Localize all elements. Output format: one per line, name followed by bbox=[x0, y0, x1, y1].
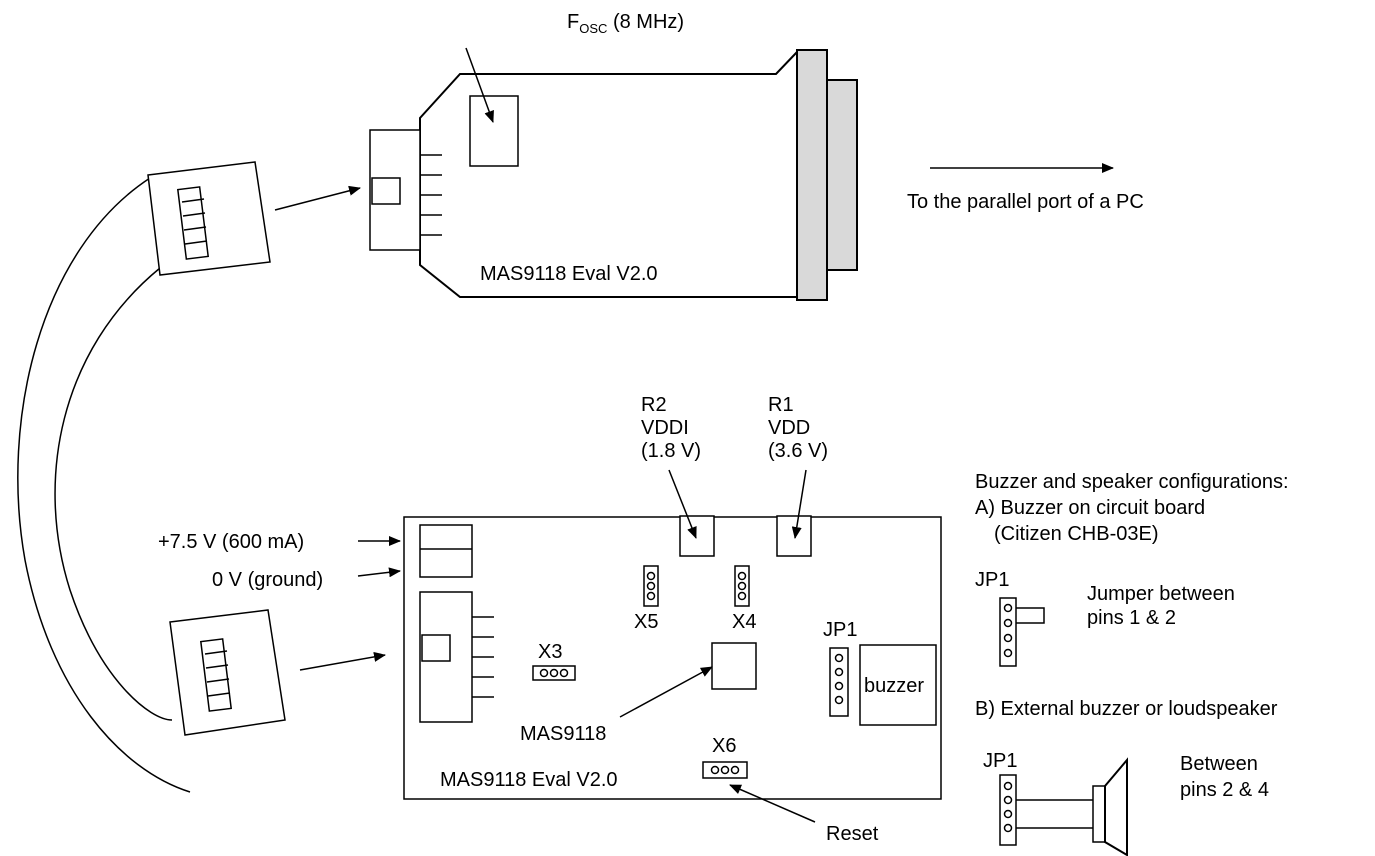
config-a-subtitle: (Citizen CHB-03E) bbox=[994, 523, 1158, 545]
r2-resistor bbox=[679, 515, 715, 557]
x3-jumper bbox=[532, 665, 576, 681]
oscillator-component bbox=[469, 95, 519, 167]
x5-jumper bbox=[643, 565, 659, 607]
r2-label: R2 bbox=[641, 394, 667, 416]
r1-name: VDD bbox=[768, 417, 810, 439]
x3-label: X3 bbox=[538, 641, 562, 663]
config-b-note-2: pins 2 & 4 bbox=[1180, 779, 1269, 801]
r2-name: VDDI bbox=[641, 417, 689, 439]
loudspeaker-icon bbox=[1092, 757, 1128, 856]
x6-jumper bbox=[702, 761, 748, 779]
x4-label: X4 bbox=[732, 611, 756, 633]
arrow-icon bbox=[299, 651, 386, 671]
eval-board bbox=[403, 516, 942, 800]
arrow-icon bbox=[791, 469, 807, 539]
dongle-board bbox=[369, 49, 858, 301]
x4-jumper bbox=[734, 565, 750, 607]
config-a-jp1-label: JP1 bbox=[975, 569, 1009, 591]
x5-label: X5 bbox=[634, 611, 658, 633]
jp1-label: JP1 bbox=[823, 619, 857, 641]
config-b-title: B) External buzzer or loudspeaker bbox=[975, 698, 1278, 720]
jp1-header bbox=[829, 647, 849, 717]
eval-board-label: MAS9118 Eval V2.0 bbox=[440, 769, 618, 791]
r1-voltage: (3.6 V) bbox=[768, 440, 828, 462]
arrow-icon bbox=[465, 47, 494, 123]
ground-label: 0 V (ground) bbox=[212, 569, 323, 591]
mas9118-chip bbox=[711, 642, 757, 690]
arrow-icon bbox=[274, 185, 361, 211]
x6-label: X6 bbox=[712, 735, 736, 757]
config-b-jumper bbox=[999, 774, 1093, 846]
reset-label: Reset bbox=[826, 823, 879, 845]
cable-connector-top bbox=[147, 161, 271, 276]
to-pc-label: To the parallel port of a PC bbox=[907, 191, 1144, 213]
config-a-jumper bbox=[999, 597, 1045, 667]
parallel-connector-icon bbox=[796, 49, 828, 301]
config-a-note-2: pins 1 & 2 bbox=[1087, 607, 1176, 629]
arrow-icon bbox=[729, 784, 816, 823]
r2-voltage: (1.8 V) bbox=[641, 440, 701, 462]
config-b-note-1: Between bbox=[1180, 753, 1258, 775]
arrow-icon bbox=[668, 469, 697, 539]
config-b-jp1-label: JP1 bbox=[983, 750, 1017, 772]
ribbon-cable-icon bbox=[17, 161, 286, 793]
arrow-icon bbox=[619, 666, 713, 718]
power-terminal bbox=[419, 524, 473, 578]
arrow-icon bbox=[357, 567, 401, 578]
chip-label: MAS9118 bbox=[520, 723, 606, 745]
config-a-title: A) Buzzer on circuit board bbox=[975, 497, 1205, 519]
config-title: Buzzer and speaker configurations: bbox=[975, 471, 1289, 493]
buzzer-component bbox=[859, 644, 937, 726]
r1-resistor bbox=[776, 515, 812, 557]
fosc-label: FOSC (8 MHz) bbox=[567, 11, 684, 36]
r1-label: R1 bbox=[768, 394, 794, 416]
dongle-board-label: MAS9118 Eval V2.0 bbox=[480, 263, 658, 285]
buzzer-label: buzzer bbox=[864, 675, 924, 697]
config-a-note-1: Jumper between bbox=[1087, 583, 1235, 605]
power-label: +7.5 V (600 mA) bbox=[158, 531, 304, 553]
